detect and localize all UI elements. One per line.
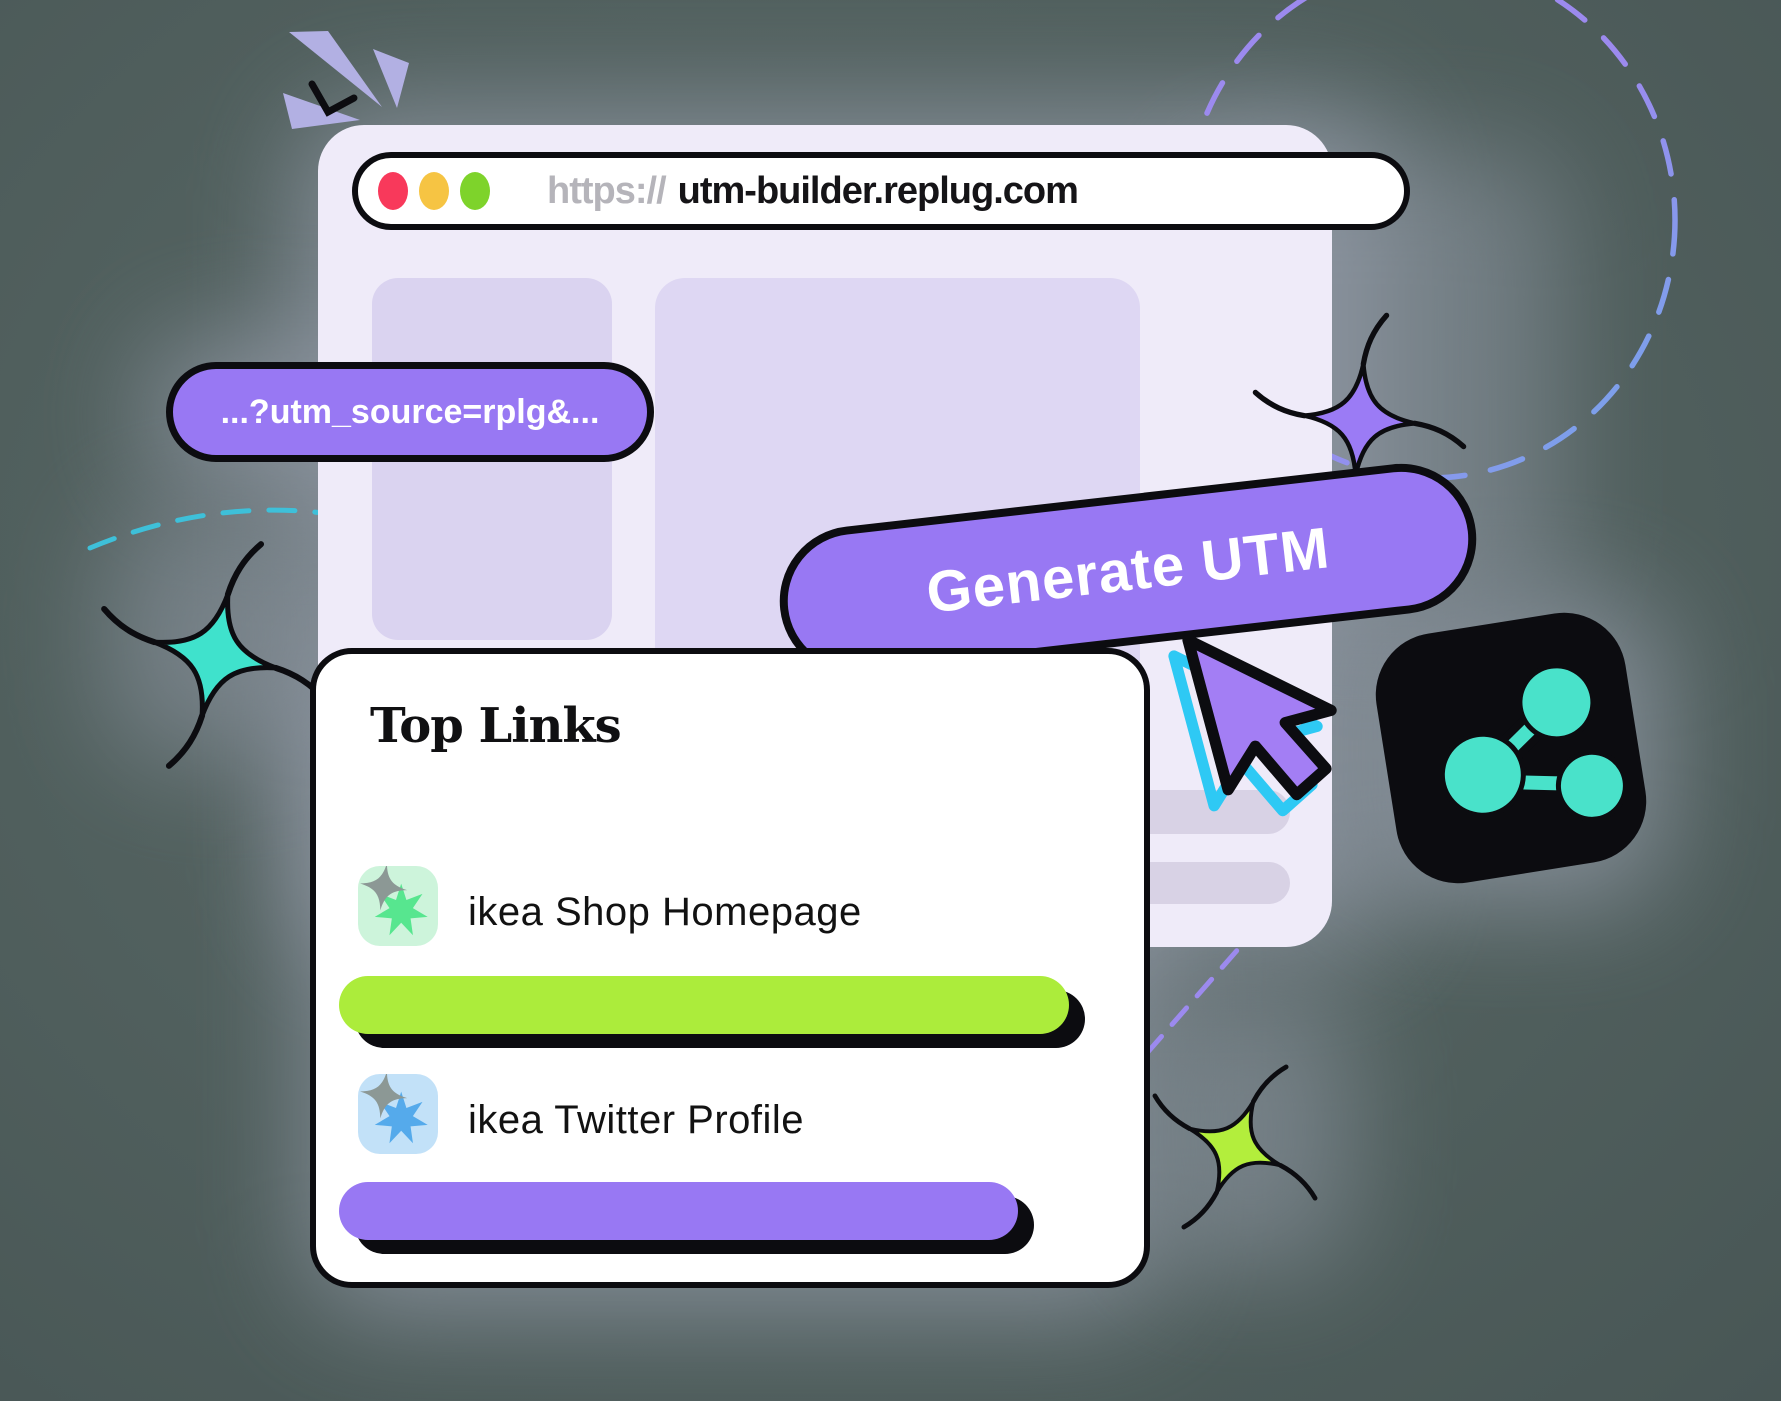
- share-tile-button[interactable]: [1366, 603, 1656, 893]
- url-text: https://utm-builder.replug.com: [547, 169, 1079, 213]
- green-starburst-icon: [358, 863, 438, 946]
- link-label: ikea Twitter Profile: [468, 1098, 805, 1142]
- link-stat-bar: [339, 976, 1069, 1034]
- utm-source-pill[interactable]: ...?utm_source=rplg&...: [166, 362, 654, 462]
- blue-starburst-icon: [358, 1071, 438, 1154]
- share-nodes-icon: [1439, 663, 1628, 822]
- teal-sparkle-icon: [101, 541, 329, 769]
- url-domain: utm-builder.replug.com: [677, 169, 1079, 212]
- utm-source-pill-label: ...?utm_source=rplg&...: [220, 392, 600, 431]
- top-links-card: Top Links ikea Shop Homepage ikea Twitte…: [310, 648, 1150, 1288]
- traffic-light-green[interactable]: [460, 172, 490, 210]
- triangle-burst-decoration: [283, 31, 409, 129]
- traffic-light-red[interactable]: [378, 172, 408, 210]
- url-scheme: https://: [547, 169, 667, 212]
- cursor-pointer-icon: [1168, 634, 1337, 817]
- generate-utm-button-label: Generate UTM: [923, 514, 1333, 626]
- link-stat-bar: [339, 1182, 1018, 1240]
- traffic-light-yellow[interactable]: [419, 172, 449, 210]
- address-bar[interactable]: https://utm-builder.replug.com: [352, 152, 1410, 230]
- purple-dashed-segment: [1144, 944, 1243, 1056]
- card-title: Top Links: [370, 698, 622, 754]
- green-sparkle-icon: [1152, 1064, 1318, 1230]
- link-label: ikea Shop Homepage: [468, 890, 862, 934]
